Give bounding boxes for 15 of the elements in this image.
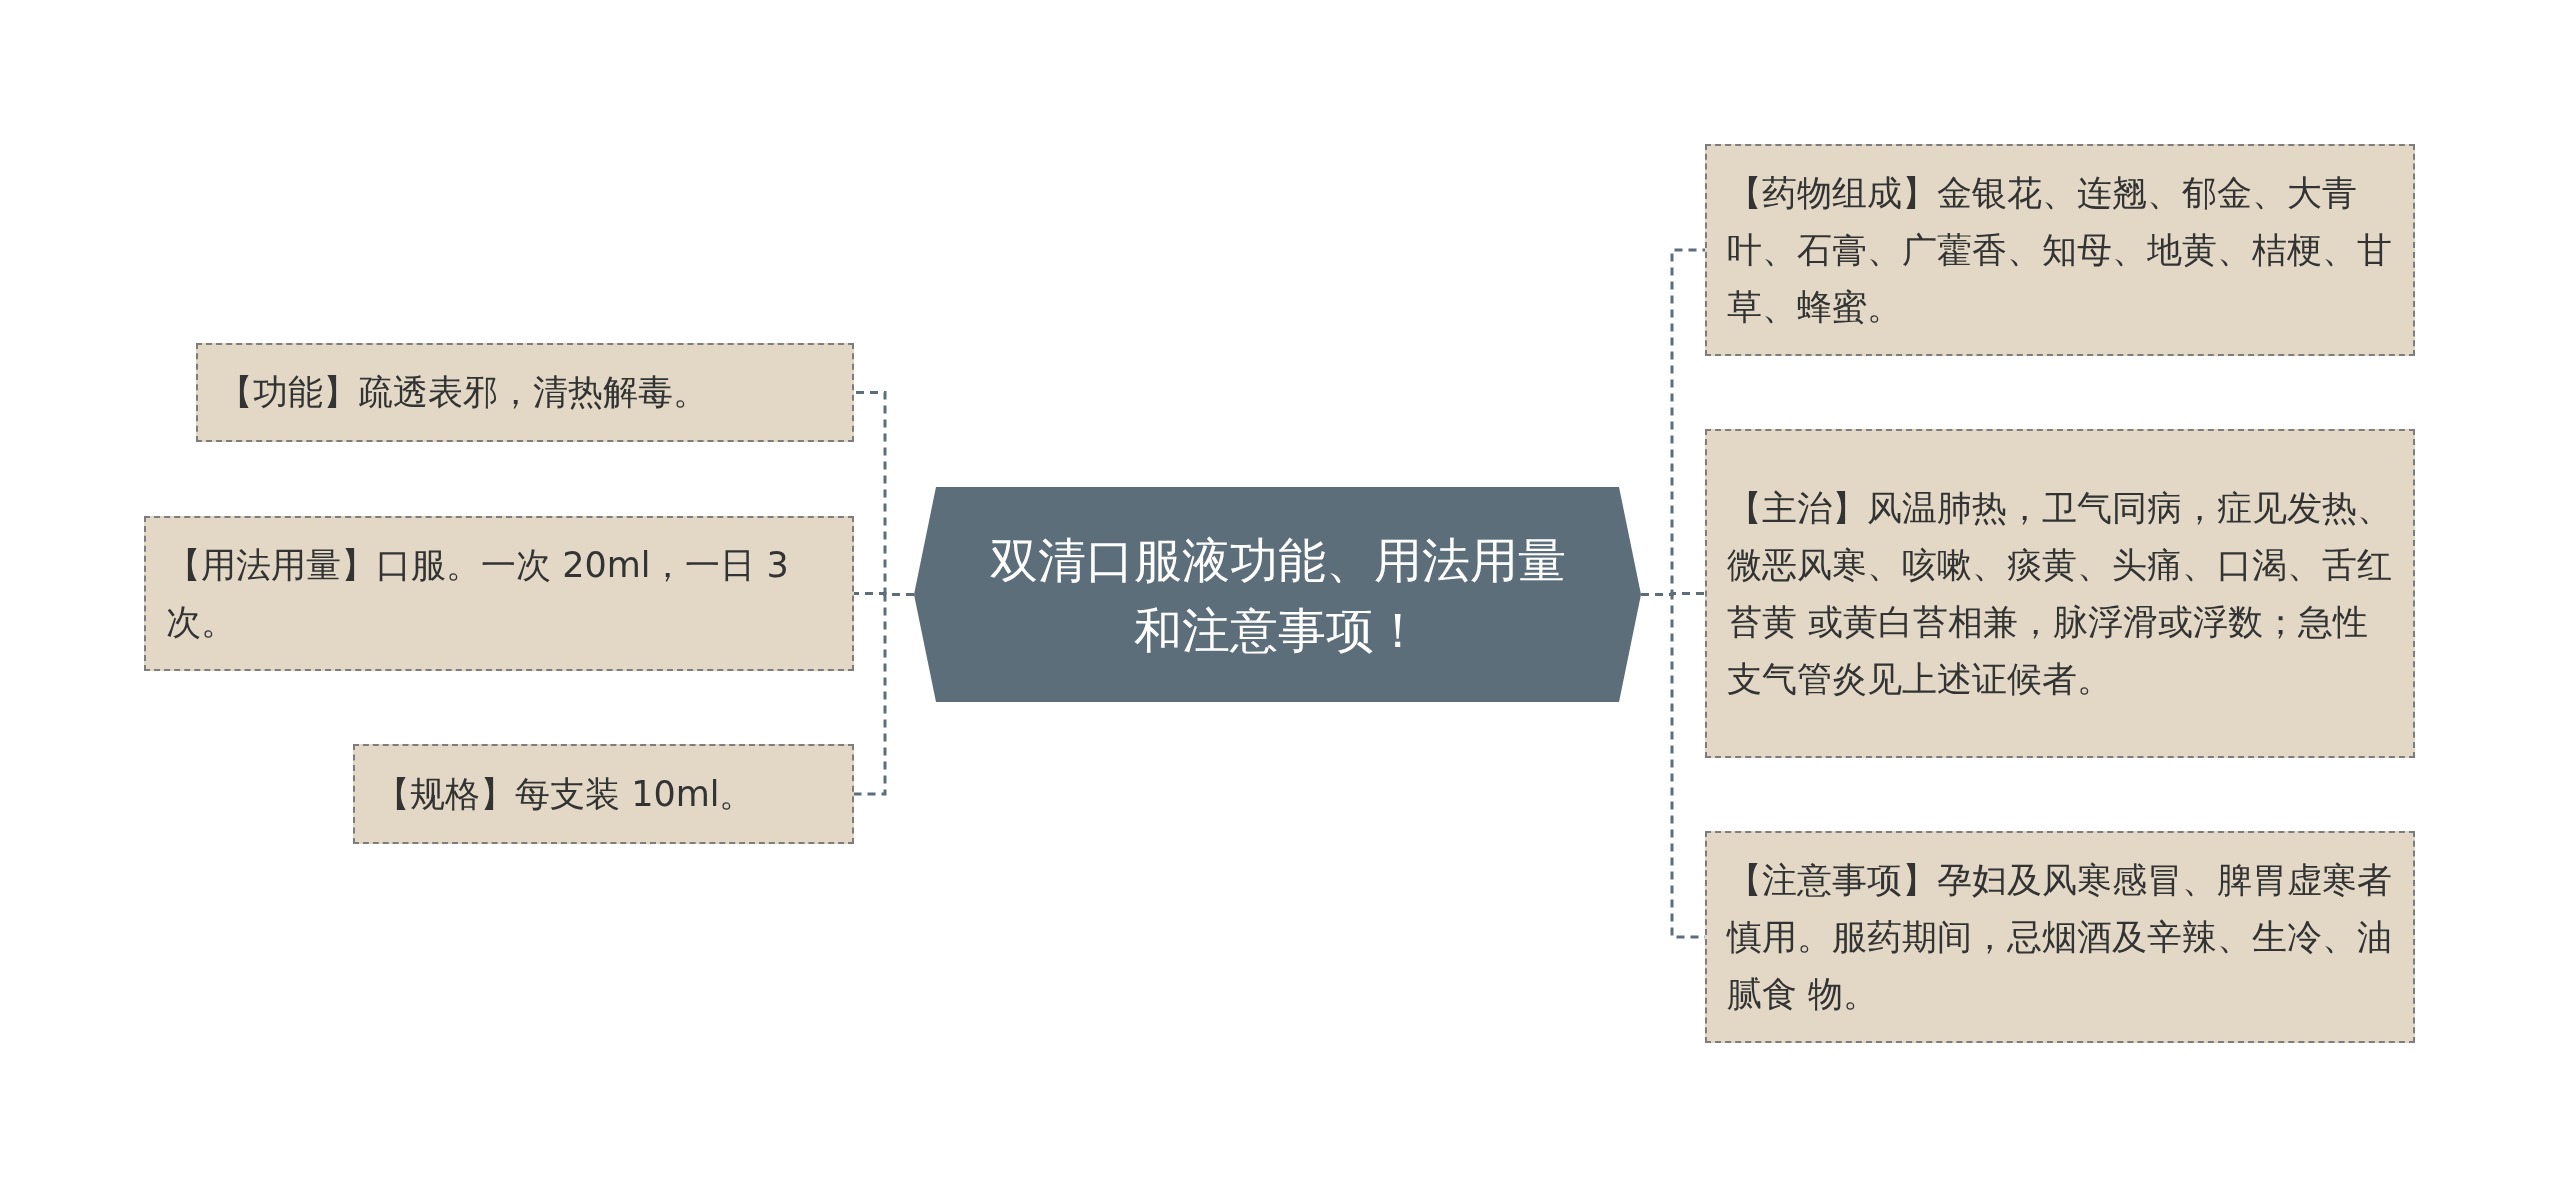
topic-text: 【药物组成】金银花、连翘、郁金、大青叶、石膏、广藿香、知母、地黄、桔梗、甘草、蜂蜜。	[1727, 171, 2393, 329]
topic-text: 【用法用量】口服。一次 20ml，一日 3 次。	[166, 543, 790, 644]
topic-box	[1705, 144, 2415, 356]
topic-text: 【主治】风温肺热，卫气同病，症见发热、微恶风寒、咳嗽、痰黄、头痛、口渴、舌红苔黄 或黄白苔相兼，脉浮滑或浮数；急性支气管炎见上述证候者。	[1727, 486, 2393, 701]
connector-line	[854, 593, 914, 796]
topic-box	[1705, 831, 2415, 1043]
topic-hexagon	[914, 487, 1641, 702]
topic-box	[353, 744, 854, 844]
topic-box	[196, 343, 854, 442]
topic-text: 【规格】每支装 10ml。	[375, 772, 755, 816]
topic-text: 【功能】疏透表邪，清热解毒。	[218, 371, 708, 414]
topic-box	[1705, 429, 2415, 758]
topic-box	[144, 516, 854, 671]
topic-text: 【注意事项】孕妇及风寒感冒、脾胃虚寒者慎用。服药期间，忌烟酒及辛辣、生冷、油腻食 物。	[1727, 858, 2393, 1016]
topic-text: 双清口服液功能、用法用量和注意事项！	[988, 530, 1567, 660]
